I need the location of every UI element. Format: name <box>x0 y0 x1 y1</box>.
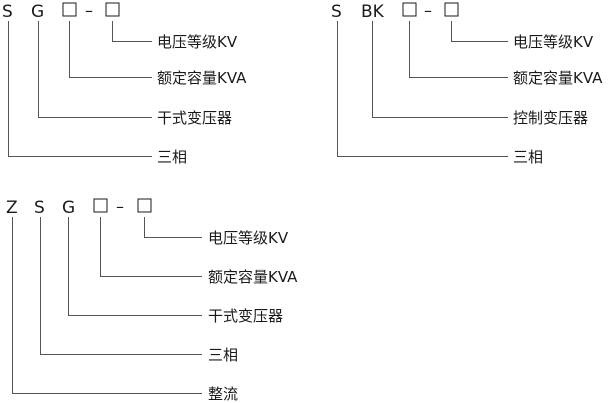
voltage-placeholder-box <box>105 2 120 17</box>
leader-line-capacity <box>409 21 508 78</box>
code-letter-s: S <box>2 2 13 22</box>
code-dash: – <box>85 1 93 20</box>
diagram-zsg: Z S G – 电压等级KV 额定容量KVA 干式变压器 三相 整流 <box>6 197 298 403</box>
diagram-sg: S G – 电压等级KV 额定容量KVA 干式变压器 三相 <box>2 1 247 166</box>
label-transformer-type: 干式变压器 <box>208 307 283 325</box>
label-rectifier: 整流 <box>208 385 238 403</box>
capacity-placeholder-box <box>93 198 108 213</box>
leader-line-capacity <box>100 217 202 277</box>
leader-line-phase <box>337 21 508 157</box>
diagram-sbk: S BK – 电压等级KV 额定容量KVA 控制变压器 三相 <box>331 1 603 166</box>
leader-line-type <box>68 217 202 316</box>
leader-line-voltage <box>112 21 152 42</box>
leader-line-capacity <box>69 21 152 78</box>
label-transformer-type: 干式变压器 <box>157 109 232 127</box>
voltage-placeholder-box <box>137 198 152 213</box>
code-letter-s: S <box>34 198 45 218</box>
leader-line-voltage <box>451 21 508 42</box>
code-letter-g: G <box>31 2 44 22</box>
code-dash: – <box>116 197 124 216</box>
code-letters-bk: BK <box>361 2 385 22</box>
leader-line-phase <box>40 217 202 355</box>
code-dash: – <box>424 1 432 20</box>
leader-line-type <box>372 21 508 118</box>
label-phase: 三相 <box>208 346 238 364</box>
label-voltage-level: 电压等级KV <box>208 229 289 247</box>
label-rated-capacity: 额定容量KVA <box>513 69 603 87</box>
leader-line-rectifier <box>12 217 202 394</box>
voltage-placeholder-box <box>444 2 459 17</box>
label-phase: 三相 <box>157 148 187 166</box>
leader-line-type <box>38 21 152 118</box>
leader-line-voltage <box>144 217 202 238</box>
label-voltage-level: 电压等级KV <box>513 33 594 51</box>
label-rated-capacity: 额定容量KVA <box>157 69 247 87</box>
label-voltage-level: 电压等级KV <box>157 33 238 51</box>
capacity-placeholder-box <box>402 2 417 17</box>
code-letter-z: Z <box>6 198 18 218</box>
code-letter-s: S <box>331 2 342 22</box>
label-transformer-type: 控制变压器 <box>513 109 588 127</box>
label-rated-capacity: 额定容量KVA <box>208 268 298 286</box>
label-phase: 三相 <box>513 148 543 166</box>
capacity-placeholder-box <box>62 2 77 17</box>
code-letter-g: G <box>62 198 75 218</box>
leader-line-phase <box>8 21 152 157</box>
